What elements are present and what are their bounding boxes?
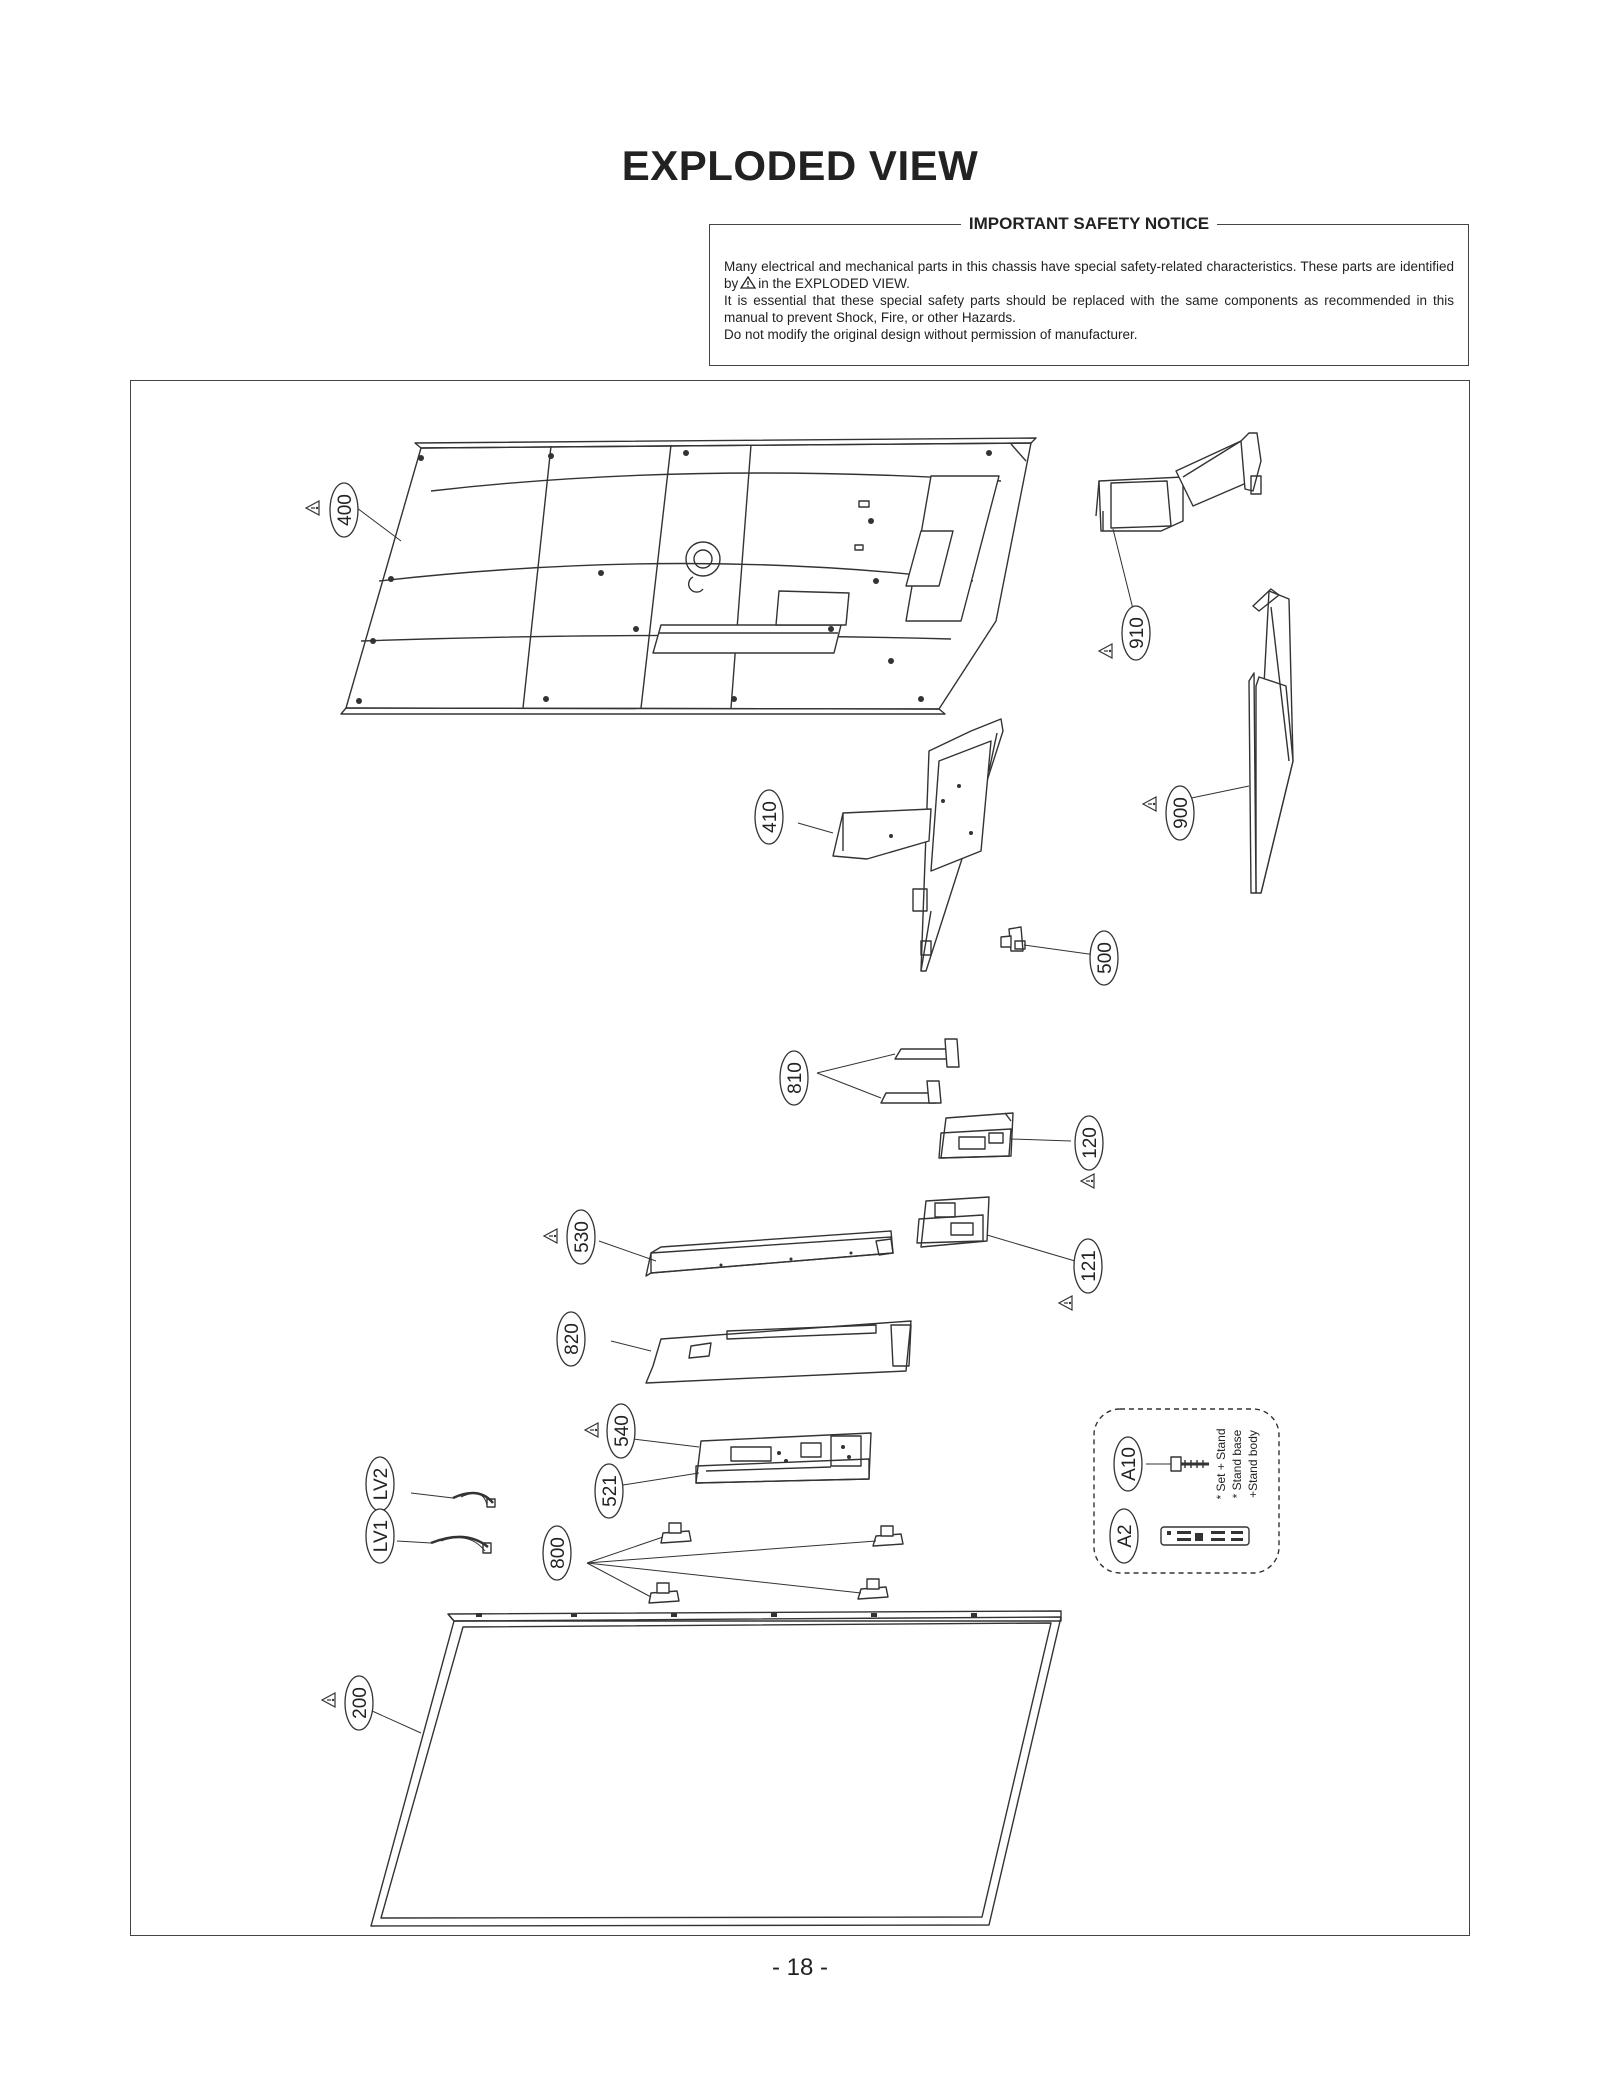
callout-label-121: 121 <box>1079 1250 1100 1282</box>
board-assembly-121-drawing <box>916 1196 990 1248</box>
callout-label-500: 500 <box>1095 942 1116 974</box>
cable-lv1-drawing <box>430 1535 492 1554</box>
callout-labels: 400 910 900 410 500 810 120 530 121 820 … <box>335 494 1192 1719</box>
pcb-530-drawing <box>645 1230 894 1277</box>
notice-line-1: Many electrical and mechanical parts in … <box>724 259 1454 291</box>
page-number: - 18 - <box>771 1954 828 1981</box>
board-assembly-120-drawing <box>938 1112 1014 1159</box>
spacer-800-drawing <box>648 1522 904 1604</box>
leader-lines <box>352 504 1250 1734</box>
bracket-810-drawing <box>880 1038 960 1104</box>
warning-triangle-icon <box>1057 1294 1073 1312</box>
screw-note-3: +Stand body <box>1246 1430 1260 1498</box>
warning-triangles <box>304 499 1157 1709</box>
callout-label-lv1: LV1 <box>371 1520 392 1552</box>
notice-line-2: It is essential that these special safet… <box>724 293 1454 325</box>
screw-notes: * Set + Stand * Stand base +Stand body <box>1214 1428 1260 1499</box>
safety-notice-body: Many electrical and mechanical parts in … <box>724 258 1454 343</box>
small-bracket-drawing <box>1000 926 1026 952</box>
remote-control-drawing <box>1160 1526 1250 1546</box>
safety-notice-heading: IMPORTANT SAFETY NOTICE <box>710 214 1468 234</box>
screw-note-2: * Stand base <box>1230 1429 1244 1498</box>
callout-label-521: 521 <box>600 1475 621 1507</box>
callout-label-530: 530 <box>572 1221 593 1253</box>
safety-notice-box: IMPORTANT SAFETY NOTICE Many electrical … <box>709 214 1469 366</box>
exploded-view-frame: 400 910 900 410 500 810 120 530 121 820 … <box>130 380 1470 1936</box>
callout-label-900: 900 <box>1171 797 1192 829</box>
callout-label-820: 820 <box>562 1323 583 1355</box>
main-bracket-drawing <box>832 718 1004 972</box>
display-panel-drawing <box>370 1610 1062 1927</box>
warning-triangle-icon <box>320 1691 336 1709</box>
callout-label-120: 120 <box>1080 1127 1101 1159</box>
screw-note-1: * Set + Stand <box>1214 1428 1228 1499</box>
callout-label-400: 400 <box>335 494 356 526</box>
warning-triangle-icon <box>1141 795 1157 813</box>
callout-label-200: 200 <box>350 1687 371 1719</box>
stand-base-drawing <box>1248 588 1294 894</box>
callout-label-410: 410 <box>760 801 781 833</box>
page-title: EXPLODED VIEW <box>621 142 979 189</box>
warning-triangle-icon <box>1097 642 1113 660</box>
callout-label-lv2: LV2 <box>371 1468 392 1500</box>
callout-label-a2: A2 <box>1115 1524 1136 1547</box>
notice-line-3: Do not modify the original design withou… <box>724 327 1138 342</box>
cable-lv2-drawing <box>452 1491 496 1508</box>
screw-drawing <box>1170 1456 1209 1472</box>
accessory-box <box>1093 1408 1280 1574</box>
shield-820-drawing <box>645 1320 912 1384</box>
callout-label-800: 800 <box>548 1537 569 1569</box>
warning-triangle-icon <box>542 1227 558 1245</box>
warning-triangle-icon <box>583 1421 599 1439</box>
back-cover-drawing <box>340 437 1037 715</box>
warning-triangle-icon <box>740 276 757 289</box>
warning-triangle-icon <box>304 499 320 517</box>
warning-triangle-icon <box>1079 1172 1095 1190</box>
stand-body-drawing <box>1095 432 1262 532</box>
callout-label-810: 810 <box>785 1062 806 1094</box>
callout-label-a10: A10 <box>1119 1447 1140 1481</box>
callout-label-910: 910 <box>1127 617 1148 649</box>
exploded-view-diagram: 400 910 900 410 500 810 120 530 121 820 … <box>304 432 1294 1927</box>
callout-ellipses <box>329 482 1195 1731</box>
callout-label-540: 540 <box>612 1415 633 1447</box>
main-board-drawing <box>695 1432 872 1484</box>
